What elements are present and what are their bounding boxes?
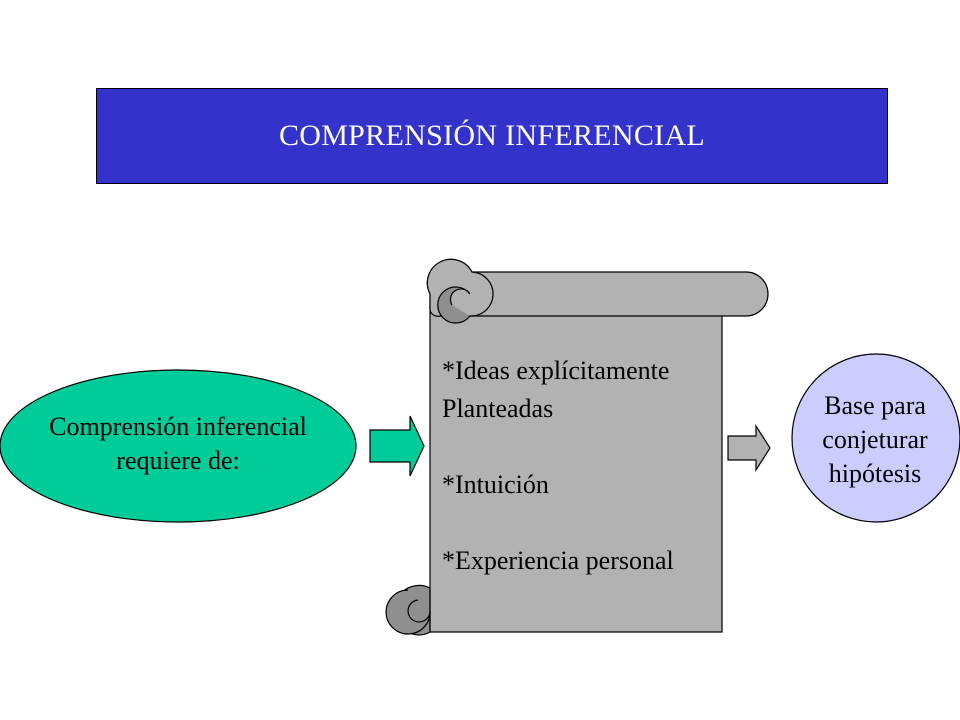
source-node-label: Comprensión inferencial requiere de: (0, 410, 356, 478)
scroll-line-experiencia: *Experiencia personal (442, 546, 674, 575)
result-circle (791, 353, 960, 523)
result-node-line1: Base para (824, 391, 926, 420)
arrow-to-result (727, 423, 771, 473)
title-banner: COMPRENSIÓN INFERENCIAL (96, 88, 888, 184)
source-node-line2: requiere de: (116, 446, 240, 475)
source-ellipse (0, 369, 357, 523)
scroll-line-planteadas: Planteadas (442, 394, 554, 423)
result-node-line2: conjeturar (822, 425, 928, 454)
source-node-line1: Comprensión inferencial (49, 412, 307, 441)
scroll-text: *Ideas explícitamente Planteadas *Intuic… (442, 352, 732, 580)
result-node-label: Base para conjeturar hipótesis (786, 389, 960, 491)
scroll-line-ideas: *Ideas explícitamente (442, 356, 670, 385)
arrow-to-scroll (369, 415, 425, 477)
scroll-shape (385, 258, 769, 636)
result-node-line3: hipótesis (828, 459, 922, 488)
slide-title: COMPRENSIÓN INFERENCIAL (278, 119, 706, 152)
scroll-line-intuicion: *Intuición (442, 470, 549, 499)
